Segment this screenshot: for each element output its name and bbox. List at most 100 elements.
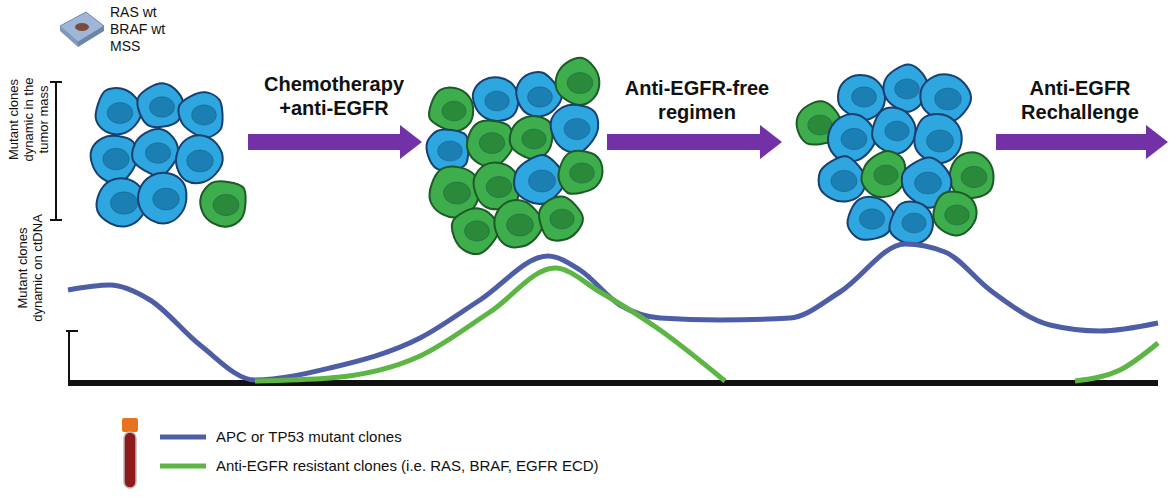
tube-body	[124, 432, 136, 488]
cell-nucleus	[192, 105, 217, 125]
cell-membrane	[137, 83, 183, 127]
cell-nucleus	[564, 118, 590, 139]
cell	[96, 88, 142, 134]
cell-membrane	[838, 75, 885, 120]
cell	[91, 136, 137, 184]
treatment-arrow	[996, 125, 1168, 159]
cell-membrane	[889, 202, 933, 244]
cell-nucleus	[885, 121, 909, 141]
cell-nucleus	[110, 192, 137, 214]
tumor-bracket	[50, 82, 62, 220]
cell-nucleus	[961, 166, 987, 187]
slide-side	[60, 26, 78, 47]
cell-membrane	[848, 197, 895, 240]
legend-text: Anti-EGFR resistant clones (i.e. RAS, BR…	[216, 457, 599, 475]
cell-membrane	[933, 192, 976, 236]
cell-membrane	[828, 114, 876, 161]
cell-nucleus	[570, 163, 595, 183]
cell	[889, 202, 933, 244]
cell-nucleus	[528, 87, 553, 107]
cell	[494, 200, 542, 247]
cell-membrane	[473, 77, 518, 121]
cell-nucleus	[852, 87, 877, 107]
cell-membrane	[556, 58, 600, 105]
cell-membrane	[427, 129, 469, 170]
cell-nucleus	[567, 72, 593, 93]
cell	[510, 116, 553, 159]
cell-cluster	[797, 64, 994, 244]
cell-nucleus	[443, 182, 470, 204]
cell-nucleus	[145, 143, 170, 164]
cell-nucleus	[522, 129, 546, 149]
cell-membrane	[179, 92, 223, 138]
cell-nucleus	[859, 209, 884, 230]
cell	[558, 151, 602, 194]
cell-nucleus	[187, 150, 214, 172]
cell-membrane	[138, 173, 186, 223]
cell	[473, 77, 518, 121]
treatment-label: Anti-EGFR-free regimen	[604, 76, 790, 124]
cell-membrane	[510, 116, 553, 159]
cell-nucleus	[841, 128, 867, 149]
resistant-curve	[255, 268, 725, 381]
cell-nucleus	[213, 194, 239, 215]
cell-nucleus	[945, 205, 970, 225]
cell	[467, 121, 514, 167]
cell-nucleus	[874, 165, 898, 185]
cell	[848, 197, 895, 240]
cell-membrane	[494, 200, 542, 247]
cell-nucleus	[935, 88, 962, 110]
ctdna-axis	[66, 331, 78, 383]
cell	[452, 208, 499, 254]
slide-top	[60, 12, 104, 42]
sample-label: BRAF wt	[110, 21, 190, 37]
cell-nucleus	[485, 91, 510, 111]
cell-membrane	[96, 88, 142, 134]
treatment-label: Anti-EGFR Rechallenge	[990, 76, 1170, 124]
cell-membrane	[819, 156, 867, 201]
cell	[427, 129, 469, 170]
cell	[861, 151, 905, 197]
cell-cluster	[427, 58, 603, 254]
slide-icon	[60, 12, 104, 47]
cell-membrane	[452, 208, 499, 254]
cell	[914, 114, 961, 163]
tissue-sample	[75, 23, 89, 31]
cell	[138, 173, 186, 223]
time-axis	[68, 380, 1158, 386]
cell-nucleus	[149, 97, 174, 118]
cell-nucleus	[895, 79, 920, 99]
cell-membrane	[429, 88, 473, 132]
cell	[179, 92, 223, 138]
cell-membrane	[914, 114, 961, 163]
cell-nucleus	[465, 221, 490, 241]
cell-nucleus	[550, 209, 574, 229]
cell	[838, 75, 885, 120]
cell	[137, 83, 183, 127]
cell-membrane	[176, 135, 223, 183]
cell	[132, 129, 178, 176]
cell-nucleus	[486, 177, 512, 198]
legend-text: APC or TP53 mutant clones	[216, 428, 402, 446]
cell-nucleus	[107, 102, 133, 123]
cell-cluster	[91, 83, 246, 226]
cell-membrane	[872, 108, 916, 154]
cell-membrane	[91, 136, 137, 184]
cell	[828, 114, 876, 161]
treatment-arrow	[248, 125, 422, 159]
sample-label: MSS	[110, 38, 190, 54]
cell-membrane	[132, 129, 178, 176]
cell-nucleus	[926, 130, 953, 152]
cell-membrane	[861, 151, 905, 197]
cell-nucleus	[831, 170, 857, 191]
cell	[200, 181, 245, 226]
cell-nucleus	[915, 172, 942, 194]
cell-nucleus	[479, 132, 505, 153]
cell	[872, 108, 916, 154]
blood-tube	[122, 418, 138, 488]
sample-label: RAS wt	[110, 4, 190, 20]
cell-membrane	[200, 181, 245, 226]
tube-cap	[122, 418, 138, 432]
cell-membrane	[558, 151, 602, 194]
